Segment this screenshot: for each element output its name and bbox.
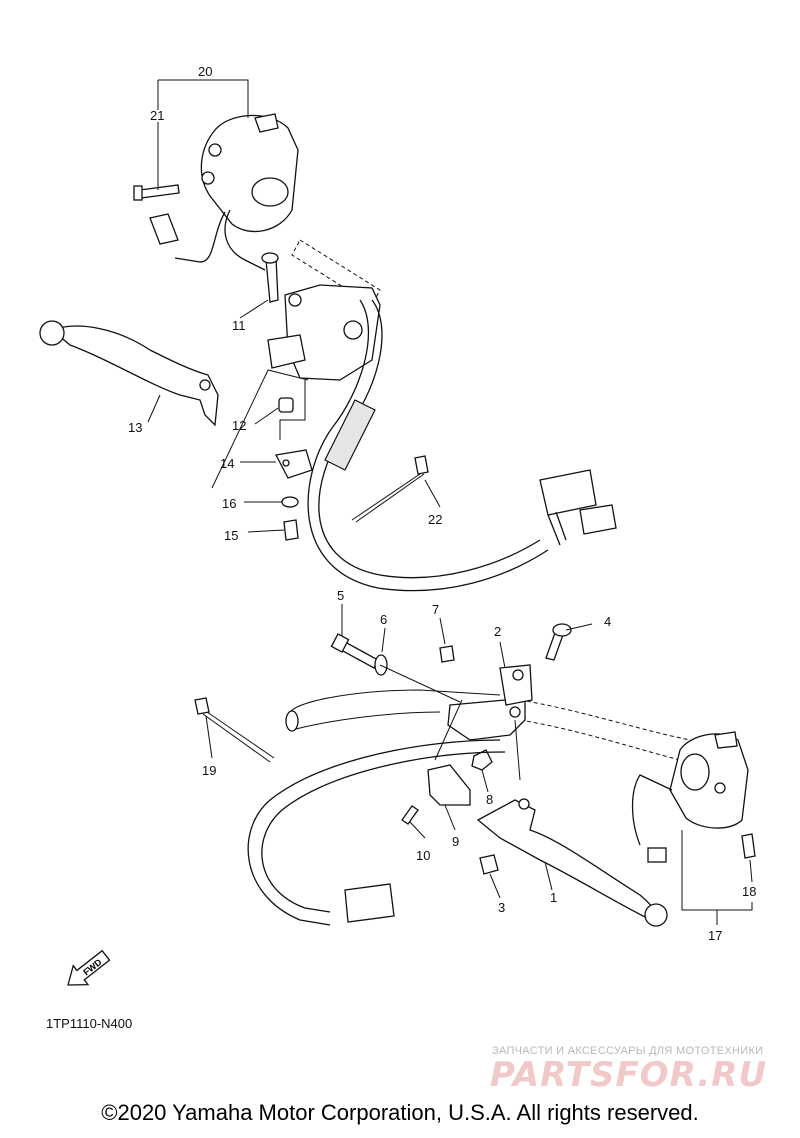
upper-assembly xyxy=(39,113,617,592)
callout-1: 1 xyxy=(550,890,557,905)
callout-10: 10 xyxy=(416,848,430,863)
callout-13: 13 xyxy=(128,420,142,435)
callout-2: 2 xyxy=(494,624,501,639)
callout-18: 18 xyxy=(742,884,756,899)
callout-21: 21 xyxy=(150,108,164,123)
callout-17: 17 xyxy=(708,928,722,943)
callout-4: 4 xyxy=(604,614,611,629)
connector-lower xyxy=(344,883,395,923)
watermark-tagline: ЗАПЧАСТИ И АКСЕССУАРЫ ДЛЯ МОТОТЕХНИКИ xyxy=(492,1045,764,1057)
cable-tie-19 xyxy=(194,697,210,715)
screw-18 xyxy=(741,833,756,859)
callout-15: 15 xyxy=(224,528,238,543)
switch-14 xyxy=(275,449,313,479)
switch-9 xyxy=(427,764,471,806)
washer-16 xyxy=(281,496,299,508)
callout-7: 7 xyxy=(432,602,439,617)
callout-12: 12 xyxy=(232,418,246,433)
callout-22: 22 xyxy=(428,512,442,527)
handlebar-switch-housing xyxy=(200,114,299,233)
copyright-notice: ©2020 Yamaha Motor Corporation, U.S.A. A… xyxy=(101,1100,699,1125)
screw-11 xyxy=(265,257,279,303)
lever-13 xyxy=(50,325,219,427)
callout-6: 6 xyxy=(380,612,387,627)
callout-16: 16 xyxy=(222,496,236,511)
bolt-21 xyxy=(139,184,180,199)
lower-assembly xyxy=(194,623,756,927)
callout-5: 5 xyxy=(337,588,344,603)
reference-code: 1TP1110-N400 xyxy=(46,1016,133,1031)
callout-20: 20 xyxy=(198,64,212,79)
connector-upper xyxy=(539,469,597,516)
leader-lines xyxy=(147,79,753,925)
callout-14: 14 xyxy=(220,456,234,471)
callout-9: 9 xyxy=(452,834,459,849)
nut-8 xyxy=(471,749,493,771)
fwd-arrow-icon: FWD xyxy=(67,949,111,986)
screw-7 xyxy=(439,645,455,663)
right-switch-housing xyxy=(669,733,749,829)
watermark-logo: PARTSFOR.RU xyxy=(490,1055,768,1095)
callout-11: 11 xyxy=(232,318,246,333)
cable-tie-22 xyxy=(414,455,429,475)
callout-labels: 20 21 11 13 12 14 16 15 22 5 6 7 2 4 19 … xyxy=(128,64,756,943)
bolt-5 xyxy=(340,641,379,669)
callout-8: 8 xyxy=(486,792,493,807)
screw-10 xyxy=(401,805,419,825)
screw-15 xyxy=(283,519,299,541)
callout-3: 3 xyxy=(498,900,505,915)
collar-3 xyxy=(479,854,499,875)
callout-19: 19 xyxy=(202,763,216,778)
nut-12 xyxy=(278,397,294,413)
